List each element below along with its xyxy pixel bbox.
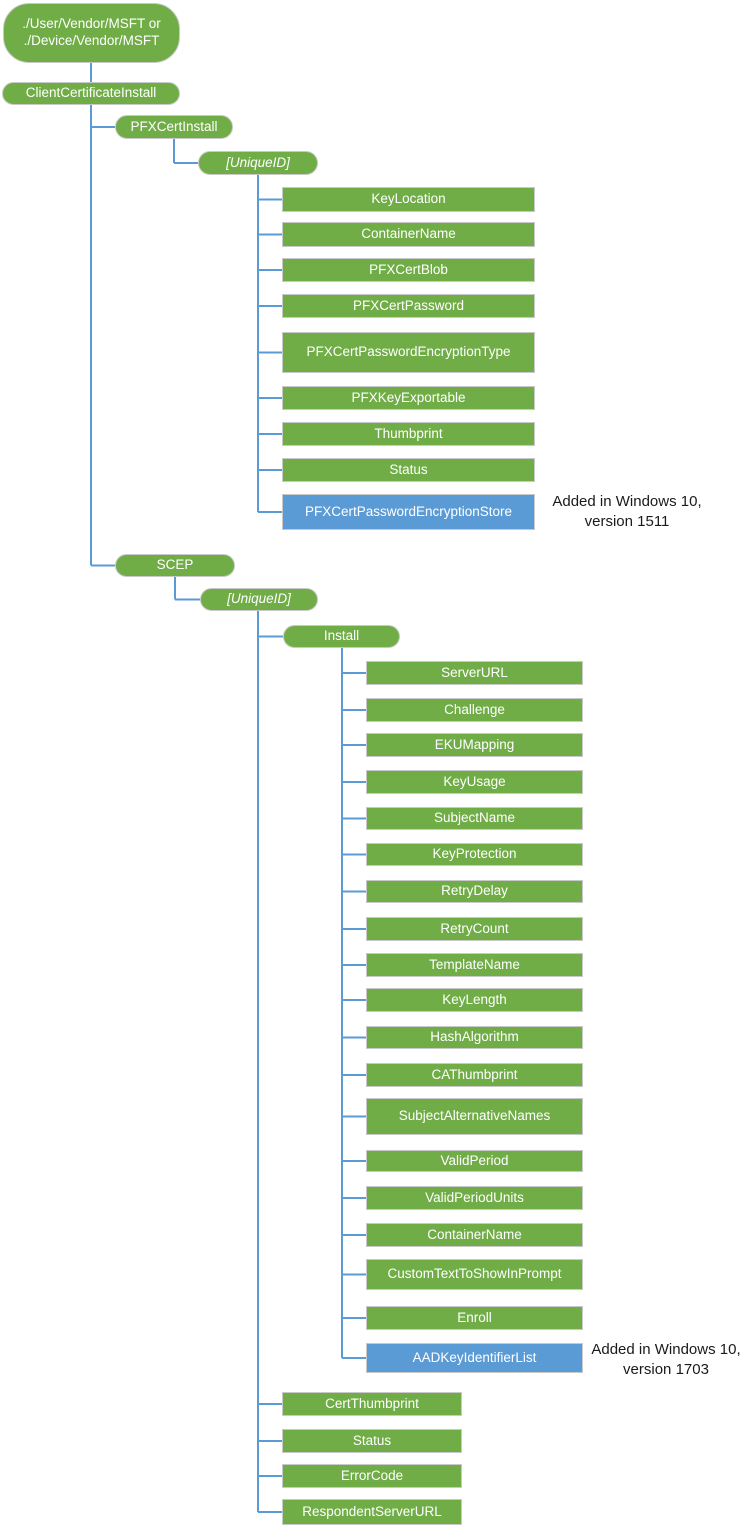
node-hashalgorithm: HashAlgorithm	[366, 1026, 583, 1049]
node-templatename: TemplateName	[366, 953, 583, 977]
node-containername1: ContainerName	[282, 222, 535, 247]
node-aadkeyidentifierlist: AADKeyIdentifierList	[366, 1343, 583, 1373]
node-status2: Status	[282, 1429, 462, 1453]
node-keylength: KeyLength	[366, 988, 583, 1012]
annotation-aadkeyidentifierlist: Added in Windows 10, version 1703	[581, 1340, 751, 1379]
node-status1: Status	[282, 458, 535, 482]
node-root-line2: ./Device/Vendor/MSFT	[23, 33, 160, 48]
node-pfxcertpassword: PFXCertPassword	[282, 294, 535, 318]
node-subjectalternativenames: SubjectAlternativeNames	[366, 1098, 583, 1135]
node-keylocation: KeyLocation	[282, 187, 535, 212]
node-pfxcertpasswordencryptionstore: PFXCertPasswordEncryptionStore	[282, 494, 535, 530]
node-retrycount: RetryCount	[366, 917, 583, 941]
annotation-line2: version 1511	[584, 512, 670, 530]
node-containername2: ContainerName	[366, 1223, 583, 1247]
node-root: ./User/Vendor/MSFT or./Device/Vendor/MSF…	[3, 3, 180, 63]
node-uid2: [UniqueID]	[200, 588, 318, 611]
annotation-line1: Added in Windows 10,	[552, 493, 702, 510]
annotation-line2: version 1703	[623, 1360, 709, 1378]
annotation-line1: Added in Windows 10,	[591, 1341, 741, 1358]
node-subjectname: SubjectName	[366, 807, 583, 830]
node-keyprotection: KeyProtection	[366, 843, 583, 866]
node-pfxcertblob: PFXCertBlob	[282, 258, 535, 282]
node-uid1: [UniqueID]	[198, 151, 318, 175]
node-challenge: Challenge	[366, 698, 583, 722]
node-certthumbprint: CertThumbprint	[282, 1392, 462, 1416]
node-cci: ClientCertificateInstall	[2, 82, 180, 105]
node-validperiodunits: ValidPeriodUnits	[366, 1186, 583, 1210]
node-ekumapping: EKUMapping	[366, 733, 583, 757]
node-validperiod: ValidPeriod	[366, 1150, 583, 1172]
node-root-line1: ./User/Vendor/MSFT or	[22, 16, 161, 32]
node-errorcode: ErrorCode	[282, 1464, 462, 1488]
node-cathumbprint: CAThumbprint	[366, 1063, 583, 1087]
node-pfxcertpasswordencryptiontype: PFXCertPasswordEncryptionType	[282, 332, 535, 373]
node-retrydelay: RetryDelay	[366, 880, 583, 903]
node-serverurl: ServerURL	[366, 661, 583, 685]
node-keyusage: KeyUsage	[366, 770, 583, 794]
annotation-pfxcertpasswordencryptionstore: Added in Windows 10, version 1511	[541, 492, 713, 531]
node-customtexttoshowinprompt: CustomTextToShowInPrompt	[366, 1259, 583, 1290]
node-install: Install	[283, 625, 400, 648]
node-respondentserverurl: RespondentServerURL	[282, 1499, 462, 1525]
node-scep: SCEP	[115, 554, 235, 577]
node-pfxkeyexportable: PFXKeyExportable	[282, 386, 535, 410]
node-pfx: PFXCertInstall	[115, 115, 233, 139]
node-thumbprint: Thumbprint	[282, 422, 535, 446]
node-enroll: Enroll	[366, 1306, 583, 1330]
